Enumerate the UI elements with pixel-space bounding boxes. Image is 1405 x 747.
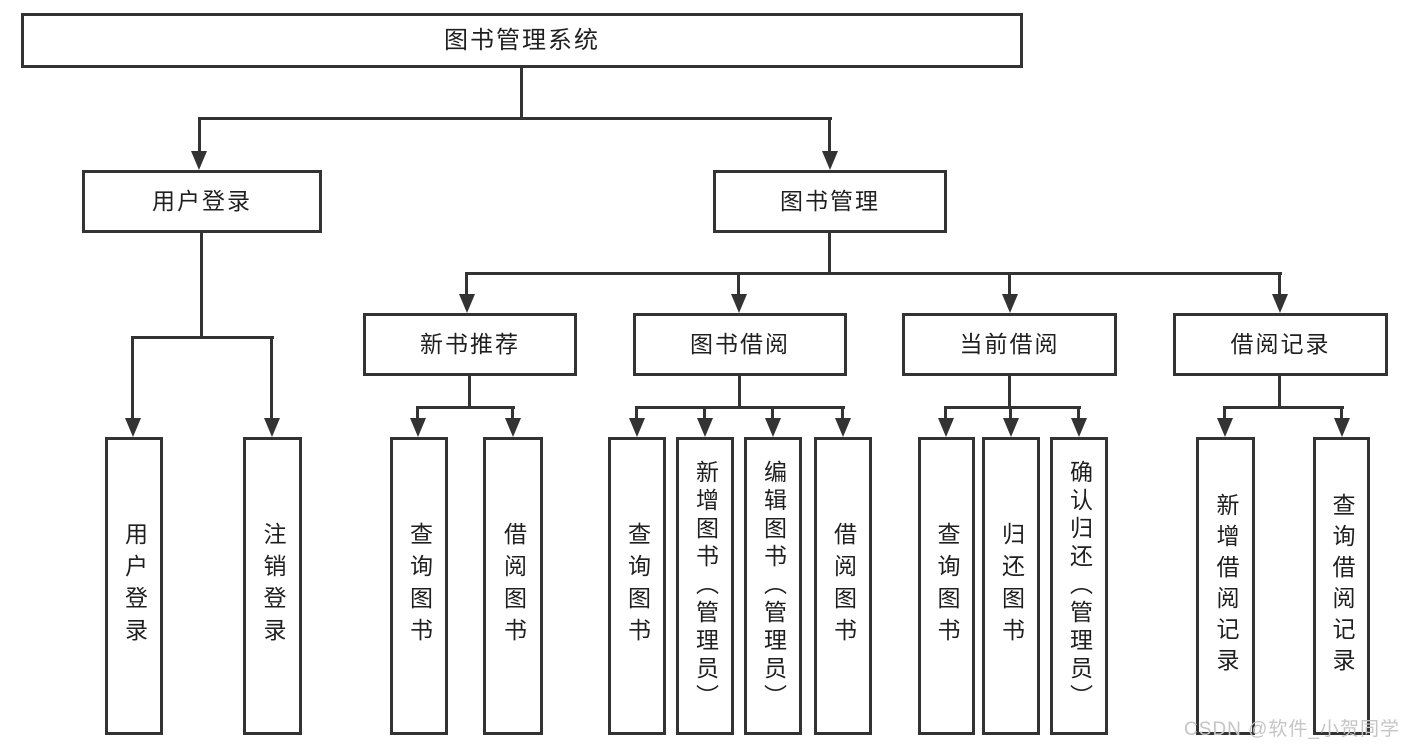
- connector-line: [828, 117, 831, 151]
- arrow-down: [410, 418, 426, 437]
- connector-line: [1008, 272, 1011, 296]
- node-leaf-edit-book-admin: 编辑图书（管理员）: [744, 437, 802, 735]
- connector-line: [198, 117, 201, 153]
- node-label: 查询图书: [934, 522, 960, 650]
- node-user-login: 用户登录: [82, 170, 322, 233]
- arrow-down: [1217, 418, 1233, 437]
- connector-line: [131, 336, 134, 420]
- node-label: 图书管理: [780, 188, 880, 214]
- connector-line: [468, 376, 471, 408]
- arrow-down: [731, 294, 747, 313]
- connector-line: [1278, 272, 1281, 296]
- node-leaf-logout: 注销登录: [243, 437, 302, 735]
- node-leaf-borrow-books-borrowing: 借阅图书: [814, 437, 872, 735]
- connector-line: [945, 406, 1081, 409]
- connector-line: [200, 233, 203, 338]
- connector-line: [635, 406, 638, 420]
- node-book-borrowing: 图书借阅: [633, 313, 847, 376]
- node-leaf-query-books-borrowing: 查询图书: [608, 437, 666, 735]
- node-label: 注销登录: [260, 522, 286, 650]
- connector-line: [199, 117, 832, 120]
- connector-line: [132, 336, 274, 339]
- arrow-down: [1334, 418, 1350, 437]
- node-label: 查询图书: [406, 522, 433, 650]
- arrow-down: [1003, 418, 1019, 437]
- node-label: 新书推荐: [420, 331, 520, 357]
- node-label: 借阅记录: [1230, 331, 1331, 357]
- node-leaf-query-books-current: 查询图书: [918, 437, 975, 735]
- connector-line: [416, 406, 419, 420]
- node-leaf-query-books-recommend: 查询图书: [390, 437, 448, 735]
- node-label: 借阅图书: [500, 522, 527, 650]
- node-leaf-add-borrow-record: 新增借阅记录: [1196, 437, 1255, 735]
- node-label: 图书管理系统: [444, 26, 600, 54]
- csdn-watermark: CSDN @软件_小贺同学: [1184, 719, 1400, 740]
- node-leaf-user-login: 用户登录: [105, 437, 163, 735]
- arrow-down: [835, 418, 851, 437]
- arrow-down: [125, 418, 141, 437]
- connector-line: [1009, 406, 1012, 420]
- connector-line: [1223, 406, 1226, 420]
- connector-line: [944, 406, 947, 420]
- connector-line: [738, 376, 741, 408]
- connector-line: [511, 406, 514, 420]
- node-leaf-query-borrow-record: 查询借阅记录: [1313, 437, 1370, 735]
- connector-line: [1008, 376, 1011, 408]
- node-label: 借阅图书: [830, 522, 857, 650]
- connector-line: [270, 336, 273, 420]
- connector-line: [1077, 406, 1080, 420]
- arrow-down: [765, 418, 781, 437]
- node-label: 用户登录: [152, 188, 252, 214]
- node-leaf-add-book-admin: 新增图书（管理员）: [676, 437, 734, 735]
- arrow-down: [264, 418, 280, 437]
- connector-line: [828, 233, 831, 275]
- connector-line: [1278, 376, 1281, 408]
- connector-line: [1340, 406, 1343, 420]
- connector-line: [737, 272, 740, 296]
- arrow-down: [1002, 294, 1018, 313]
- node-label: 新增借阅记录: [1213, 493, 1239, 679]
- arrow-down: [697, 418, 713, 437]
- arrow-down: [938, 418, 954, 437]
- node-label: 当前借阅: [959, 331, 1060, 357]
- node-label: 归还图书: [998, 522, 1025, 650]
- arrow-down: [505, 418, 521, 437]
- arrow-down: [1071, 418, 1087, 437]
- node-current-borrowing: 当前借阅: [902, 313, 1117, 376]
- connector-line: [636, 406, 845, 409]
- node-label: 查询借阅记录: [1329, 493, 1355, 679]
- connector-line: [465, 272, 468, 296]
- node-leaf-return-books: 归还图书: [982, 437, 1040, 735]
- arrow-down: [629, 418, 645, 437]
- node-leaf-confirm-return-admin: 确认归还（管理员）: [1050, 437, 1108, 735]
- node-new-book-recommend: 新书推荐: [363, 313, 577, 376]
- connector-line: [520, 68, 523, 119]
- node-leaf-borrow-books-recommend: 借阅图书: [483, 437, 543, 735]
- node-label: 新增图书（管理员）: [692, 460, 719, 712]
- node-label: 用户登录: [121, 522, 148, 650]
- arrow-down: [459, 294, 475, 313]
- arrow-down: [191, 151, 207, 170]
- connector-line: [841, 406, 844, 420]
- connector-line: [1224, 406, 1344, 409]
- connector-line: [417, 406, 515, 409]
- node-label: 编辑图书（管理员）: [760, 460, 787, 712]
- arrow-down: [822, 151, 838, 170]
- connector-line: [466, 272, 1282, 275]
- node-library-system: 图书管理系统: [21, 13, 1023, 68]
- arrow-down: [1272, 294, 1288, 313]
- node-book-management: 图书管理: [713, 170, 947, 233]
- node-label: 图书借阅: [690, 331, 790, 357]
- node-label: 查询图书: [624, 522, 651, 650]
- node-borrowing-records: 借阅记录: [1173, 313, 1388, 376]
- node-label: 确认归还（管理员）: [1066, 460, 1093, 712]
- connector-line: [703, 406, 706, 420]
- connector-line: [771, 406, 774, 420]
